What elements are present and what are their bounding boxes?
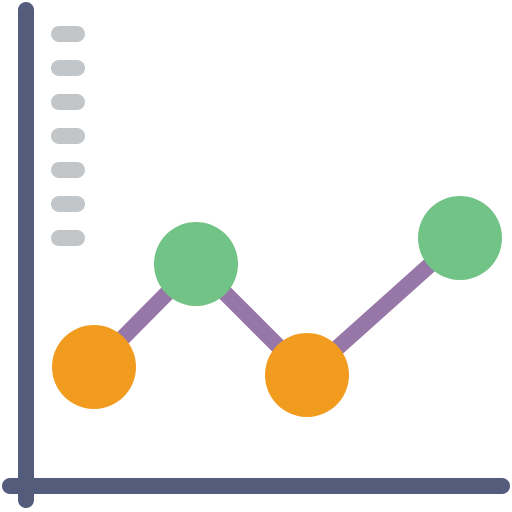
- series-line: [86, 230, 468, 383]
- data-point-2-high: [154, 222, 238, 306]
- y-axis-ticks: [51, 26, 85, 246]
- data-points: [52, 196, 502, 417]
- data-point-4-high: [418, 196, 502, 280]
- data-point-3-low: [265, 333, 349, 417]
- data-point-1-low: [52, 325, 136, 409]
